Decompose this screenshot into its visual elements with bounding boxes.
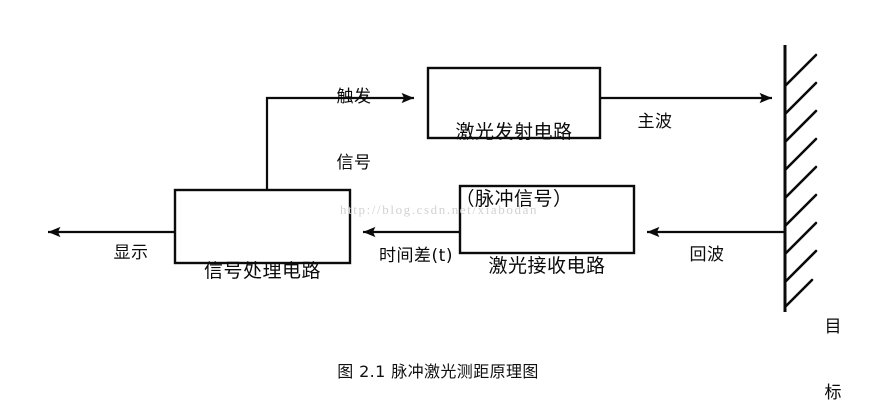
target-wall-hatching xyxy=(784,53,818,308)
block-label-laser-receiving-circuit: 激光接收电路 xyxy=(460,210,634,322)
flow-label-main-wave: 主波 xyxy=(620,72,690,172)
target-label: 目 标 xyxy=(822,272,844,400)
target-label-char1: 目 xyxy=(824,317,842,338)
block-label-signal-processing-circuit: 信号处理电路 xyxy=(175,215,350,327)
flow-label-line1: 显示 xyxy=(113,243,149,264)
flow-label-display-output: 显示 xyxy=(96,203,166,303)
block-laser-emission-circuit xyxy=(426,66,602,140)
target-label-char2: 标 xyxy=(824,383,842,400)
flow-label-time-difference: 时间差(t) xyxy=(366,206,466,306)
block-label-line2: （脉冲信号） xyxy=(455,188,573,211)
flow-label-trigger-signal: 触发 信号 xyxy=(316,42,392,219)
block-label-line1: 激光发射电路 xyxy=(455,120,573,143)
flow-label-line1: 时间差(t) xyxy=(379,246,453,267)
flow-label-echo-wave: 回波 xyxy=(672,205,742,305)
flow-label-line1: 触发 xyxy=(336,87,372,108)
flow-label-line2: 信号 xyxy=(336,153,372,174)
flow-label-line1: 主波 xyxy=(637,112,673,133)
connector-trigger-signal xyxy=(265,92,415,190)
block-laser-receiving-circuit xyxy=(458,184,636,255)
block-label-line1: 信号处理电路 xyxy=(203,259,321,282)
block-label-laser-emission-circuit: 激光发射电路 （脉冲信号） xyxy=(428,76,600,255)
figure-caption: 图 2.1 脉冲激光测距原理图 xyxy=(337,362,539,381)
block-signal-processing-circuit xyxy=(173,188,352,265)
flow-label-line1: 回波 xyxy=(689,245,725,266)
block-label-line1: 激光接收电路 xyxy=(488,254,606,277)
